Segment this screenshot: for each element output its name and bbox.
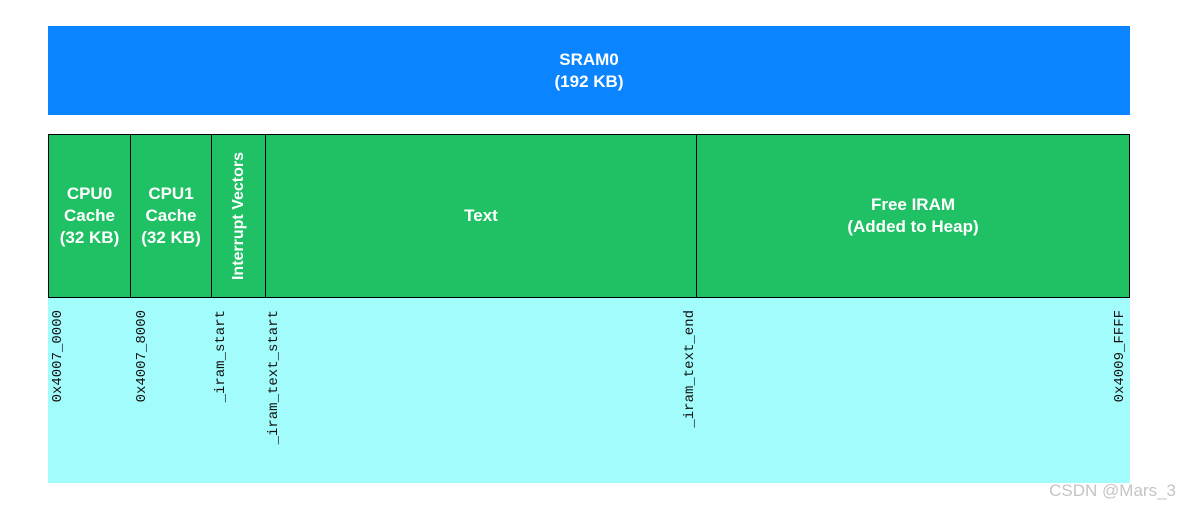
address-iram-start: _iram_start bbox=[213, 310, 229, 403]
cpu0-cache-segment: CPU0 Cache (32 KB) bbox=[49, 135, 131, 297]
address-end: 0x4009_FFFF bbox=[1112, 310, 1128, 403]
address-iram-text-start: _iram_text_start bbox=[266, 310, 282, 445]
sram0-title: SRAM0 bbox=[559, 49, 619, 69]
cpu1-label: CPU1 bbox=[148, 184, 194, 203]
cpu0-cache-label: Cache bbox=[63, 206, 116, 225]
interrupt-vectors-segment: Interrupt Vectors bbox=[212, 135, 266, 297]
address-iram-text-end: _iram_text_end bbox=[682, 310, 698, 428]
text-segment: Text bbox=[266, 135, 697, 297]
free-iram-note: (Added to Heap) bbox=[847, 217, 979, 236]
address-cpu1-start: 0x4007_8000 bbox=[134, 310, 150, 403]
sram0-size: (192 KB) bbox=[554, 71, 624, 91]
cpu1-size-label: (32 KB) bbox=[141, 228, 201, 247]
cpu1-cache-label: Cache bbox=[145, 206, 197, 225]
free-iram-segment: Free IRAM (Added to Heap) bbox=[697, 135, 1129, 297]
address-start: 0x4007_0000 bbox=[50, 310, 66, 403]
memory-map-row: CPU0 Cache (32 KB) CPU1 Cache (32 KB) In… bbox=[48, 134, 1130, 298]
cpu1-cache-segment: CPU1 Cache (32 KB) bbox=[131, 135, 212, 297]
watermark: CSDN @Mars_3 bbox=[1049, 481, 1176, 500]
sram0-block: SRAM0 (192 KB) bbox=[48, 26, 1130, 115]
text-label: Text bbox=[464, 206, 498, 225]
interrupt-vectors-label: Interrupt Vectors bbox=[229, 151, 247, 281]
cpu0-size-label: (32 KB) bbox=[59, 228, 120, 247]
address-labels-area: 0x4007_0000 0x4007_8000 _iram_start _ira… bbox=[48, 298, 1130, 483]
cpu0-label: CPU0 bbox=[66, 184, 113, 203]
free-iram-label: Free IRAM bbox=[870, 195, 956, 214]
